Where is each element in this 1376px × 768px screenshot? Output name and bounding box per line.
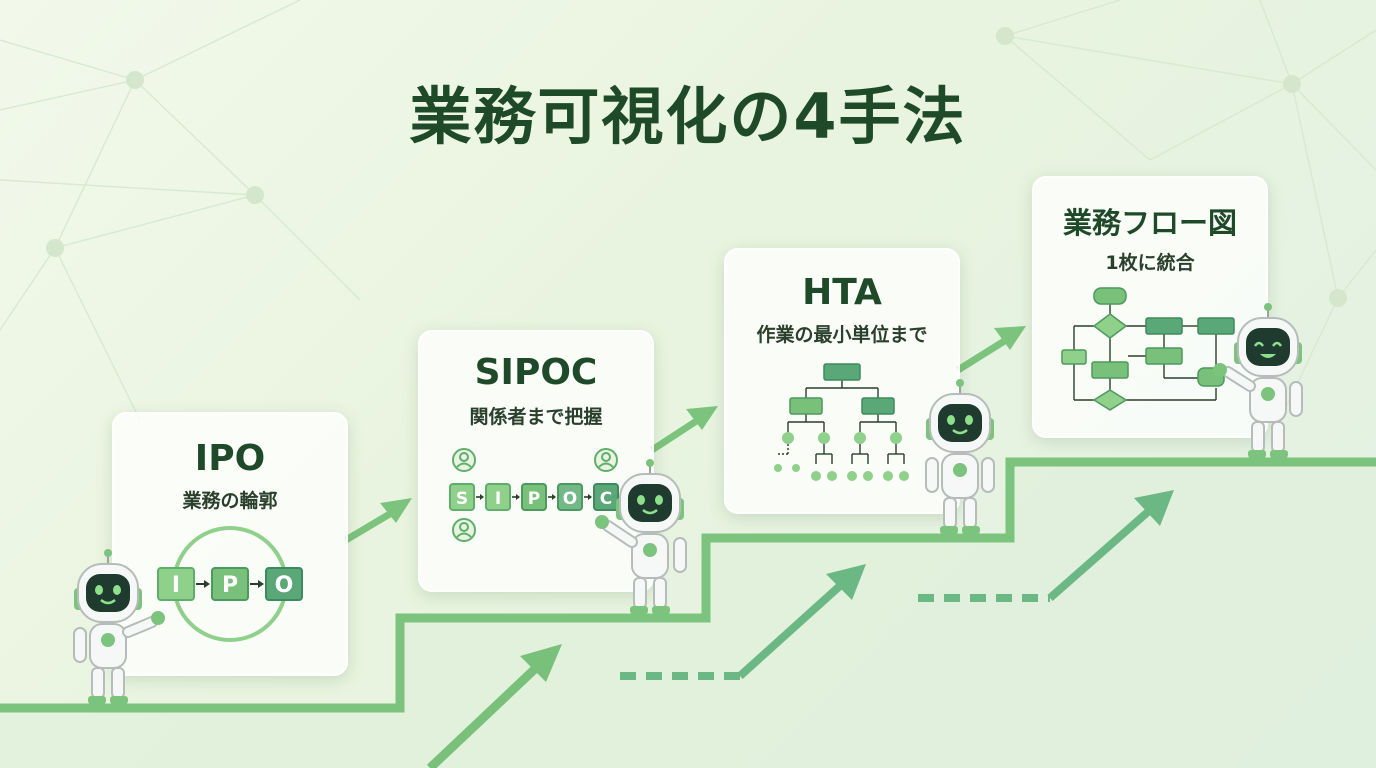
step-title: 業務フロー図 bbox=[1062, 206, 1237, 240]
ipo-box-i: I bbox=[172, 573, 180, 598]
sipoc-box-c: C bbox=[600, 489, 612, 509]
sipoc-box-i: I bbox=[495, 489, 501, 509]
growth-arrow-icon bbox=[426, 644, 562, 768]
robot-mascot-icon bbox=[73, 549, 165, 704]
sipoc-diagram: S I P O C bbox=[449, 448, 619, 542]
robot-mascot-icon bbox=[1213, 303, 1303, 458]
ipo-diagram: I P O bbox=[157, 526, 303, 642]
step-subtitle: 作業の最小単位まで bbox=[756, 324, 928, 346]
sipoc-box-p: P bbox=[528, 489, 540, 509]
step-card-flowchart: 業務フロー図 1枚に統合 bbox=[1032, 176, 1268, 438]
sipoc-box-s: S bbox=[456, 489, 468, 509]
person-icon bbox=[452, 448, 476, 472]
person-icon bbox=[452, 518, 476, 542]
person-icon bbox=[594, 448, 618, 472]
robot-mascot-icon bbox=[595, 459, 687, 614]
sipoc-box-o: O bbox=[563, 489, 577, 509]
flowchart-diagram bbox=[1061, 287, 1235, 411]
step-card-sipoc: SIPOC 関係者まで把握 S I P O C bbox=[418, 330, 654, 592]
step-card-hta: HTA 作業の最小単位まで bbox=[724, 248, 960, 514]
robot-mascot-icon bbox=[925, 379, 995, 534]
step-subtitle: 1枚に統合 bbox=[1105, 252, 1195, 274]
step-subtitle: 業務の輪郭 bbox=[182, 490, 278, 512]
page-title: 業務可視化の4手法 bbox=[409, 80, 967, 153]
ipo-box-o: O bbox=[275, 573, 294, 598]
ipo-box-p: P bbox=[222, 573, 238, 598]
step-title: IPO bbox=[194, 438, 266, 479]
hta-tree-diagram bbox=[774, 363, 909, 481]
step-title: HTA bbox=[802, 272, 882, 313]
step-subtitle: 関係者まで把握 bbox=[469, 406, 603, 428]
step-card-ipo: IPO 業務の輪郭 I P O bbox=[112, 412, 348, 676]
step-title: SIPOC bbox=[474, 352, 598, 393]
